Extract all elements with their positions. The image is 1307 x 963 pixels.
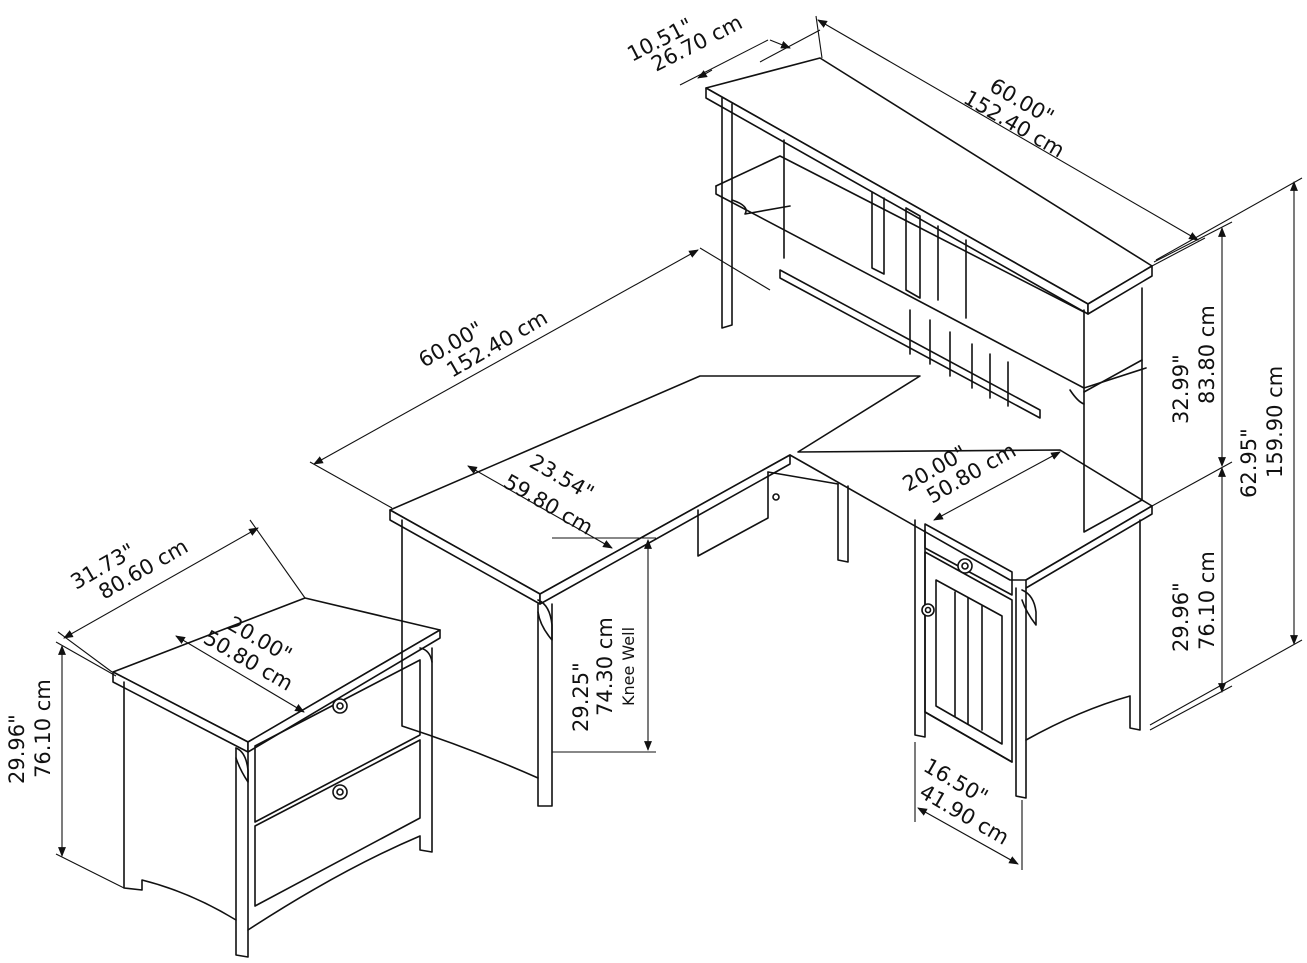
dim-desk-height: 29.96" 76.10 cm <box>1169 551 1219 652</box>
dim-label-metric: 76.10 cm <box>31 679 55 778</box>
dim-label-imperial: 29.25" <box>569 662 593 732</box>
drawer-knob-icon <box>957 558 973 574</box>
dim-label-imperial: 32.99" <box>1169 354 1193 424</box>
dim-label-imperial: 62.95" <box>1237 428 1261 498</box>
dim-hutch-width: 60.00" 152.40 cm <box>960 74 1069 163</box>
drawer-knob-icon <box>332 698 348 714</box>
drawer-knob-icon <box>332 784 348 800</box>
drawer-knob-icon <box>921 603 935 617</box>
dim-label-metric: 159.90 cm <box>1263 366 1287 478</box>
dim-label-metric: 74.30 cm <box>593 617 617 716</box>
dimension-lines <box>55 15 1303 889</box>
dim-file-height: 29.96" 76.10 cm <box>5 679 55 784</box>
dim-knee-well: 29.25" 74.30 cm Knee Well <box>569 617 638 732</box>
dim-hutch-height: 32.99" 83.80 cm <box>1169 305 1219 424</box>
dim-total-height: 62.95" 159.90 cm <box>1237 366 1287 498</box>
dim-desk-width: 60.00" 152.40 cm <box>415 305 552 382</box>
dim-label-metric: 76.10 cm <box>1195 551 1219 650</box>
dim-hutch-depth: 10.51" 26.70 cm <box>623 10 746 76</box>
l-shaped-desk <box>389 375 1153 807</box>
dim-label-imperial: 29.96" <box>5 714 29 784</box>
dim-label-note: Knee Well <box>619 627 638 706</box>
dim-label-metric: 83.80 cm <box>1195 305 1219 404</box>
dim-file-width: 31.73" 80.60 cm <box>67 534 193 604</box>
dim-pedestal-width: 16.50" 41.90 cm <box>916 754 1014 850</box>
dim-label-imperial: 29.96" <box>1169 582 1193 652</box>
